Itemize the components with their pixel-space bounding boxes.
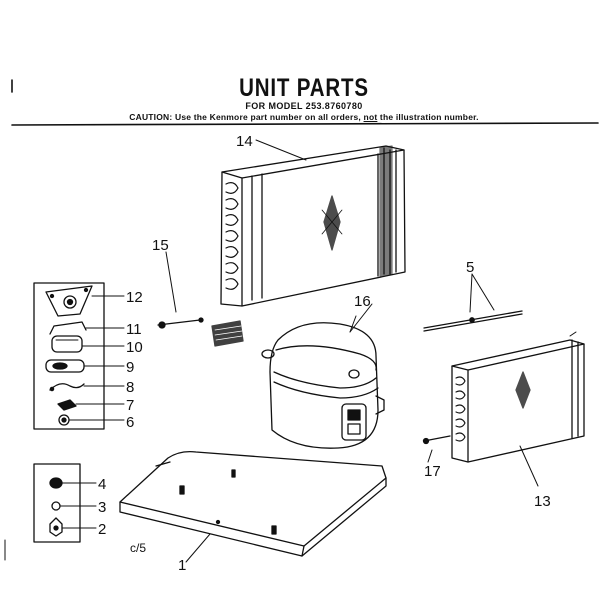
part-13-evaporator-coil[interactable] <box>451 331 585 487</box>
callout-9: 9 <box>126 359 134 376</box>
callout-5: 5 <box>466 259 474 276</box>
callout-11: 11 <box>126 321 142 338</box>
part-6-nut[interactable] <box>58 414 70 426</box>
part-16-compressor[interactable] <box>261 315 385 449</box>
part-2-nut[interactable] <box>49 517 63 537</box>
callout-4: 4 <box>98 476 106 493</box>
part-12-bracket[interactable] <box>45 285 93 317</box>
part-7-clamp[interactable] <box>57 399 77 411</box>
part-5-tube[interactable] <box>423 273 523 332</box>
callout-1: 1 <box>178 557 186 574</box>
callout-13: 13 <box>534 493 551 510</box>
part-17-screw[interactable] <box>422 435 451 463</box>
caution-text: CAUTION: Use the Kenmore part number on … <box>129 112 364 122</box>
callout-7: 7 <box>126 397 134 414</box>
callout-12: 12 <box>126 289 143 306</box>
part-4-cap[interactable] <box>49 477 63 489</box>
caution-note: CAUTION: Use the Kenmore part number on … <box>0 112 608 122</box>
part-10-grommet[interactable] <box>51 335 83 353</box>
callout-6: 6 <box>126 414 134 431</box>
callout-15: 15 <box>152 237 169 254</box>
hardware-kit-box <box>33 282 105 430</box>
callout-3: 3 <box>98 499 106 516</box>
leader-lines <box>59 139 373 529</box>
part-1-base-pan[interactable] <box>119 450 387 563</box>
callout-2: 2 <box>98 521 106 538</box>
part-9-gasket[interactable] <box>45 359 85 373</box>
small-grille[interactable] <box>211 320 244 347</box>
part-11-clip[interactable] <box>49 321 87 335</box>
callout-17: 17 <box>424 463 441 480</box>
page-title: UNIT PARTS <box>239 74 369 102</box>
callout-16: 16 <box>354 293 371 310</box>
cs-annotation: c/5 <box>130 541 146 555</box>
callout-8: 8 <box>126 379 134 396</box>
caution-text-end: the illustration number. <box>377 112 479 122</box>
part-14-condenser-coil[interactable] <box>220 145 406 307</box>
callout-14: 14 <box>236 133 253 150</box>
part-3-washer[interactable] <box>51 501 61 511</box>
fastener-kit-box <box>33 463 81 543</box>
model-number: FOR MODEL 253.8760780 <box>245 101 363 111</box>
header-rule <box>11 122 599 126</box>
callout-labels: 12 11 10 9 8 7 6 4 3 2 14 15 16 5 17 13 … <box>98 133 551 574</box>
callout-10: 10 <box>126 339 143 356</box>
part-8-wire[interactable] <box>49 383 85 392</box>
part-15-screw[interactable] <box>157 251 204 329</box>
caution-emphasis: not <box>363 112 378 122</box>
